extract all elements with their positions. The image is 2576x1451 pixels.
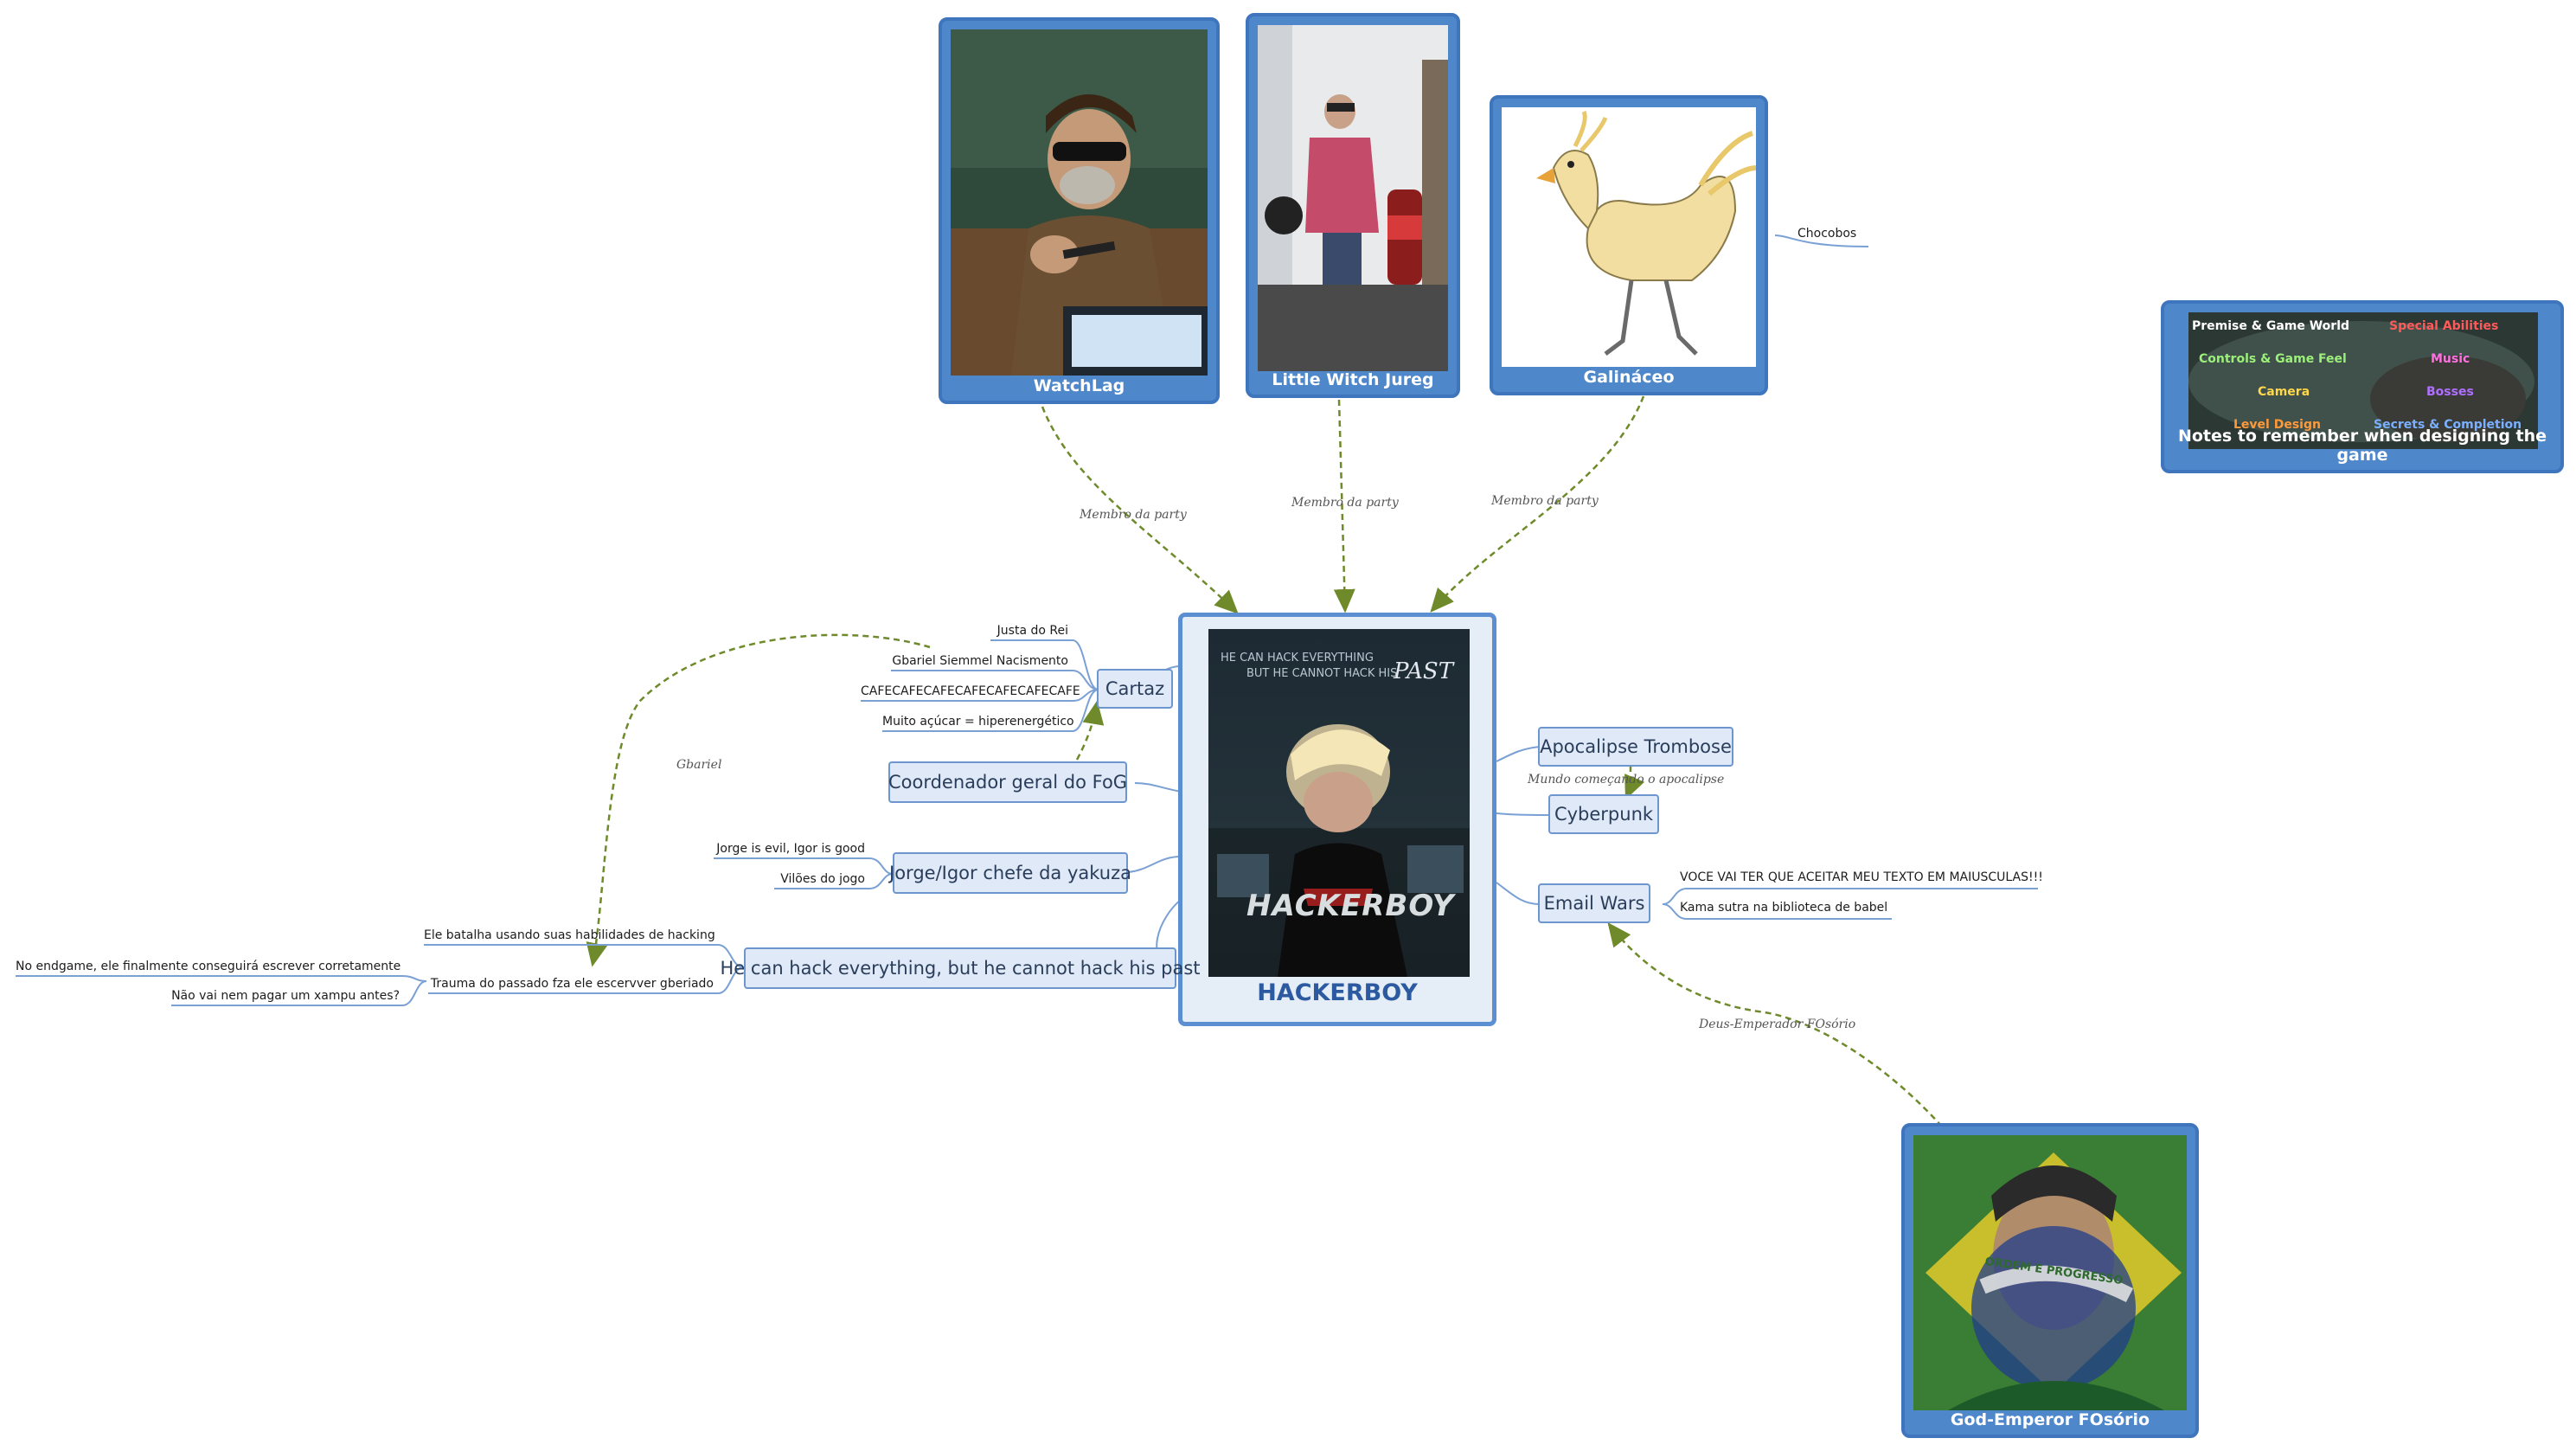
god-emperor-label: God-Emperor FOsório [1950,1410,2150,1429]
topic-apocalipse[interactable]: Apocalipse Trombose [1538,727,1733,767]
relation-line-galinaceo [1430,395,1645,613]
notes-item-camera: Camera [2258,385,2310,399]
central-topic-title: HACKERBOY [1257,979,1418,1006]
topic-cyberpunk-label: Cyberpunk [1554,804,1654,825]
notes-item-music: Music [2431,352,2470,366]
topic-coordenador-label: Coordenador geral do FoG [888,772,1128,793]
relation-label-watchlag: Membro da party [1080,508,1187,522]
central-topic-hackerboy[interactable]: HE CAN HACK EVERYTHING BUT HE CANNOT HAC… [1178,613,1496,1026]
jorge-leaf-2: Vilões do jogo [780,872,865,886]
god-emperor-node[interactable]: ORDEM E PROGRESSO God-Emperor FOsório [1901,1123,2199,1438]
watchlag-node[interactable]: WatchLag [939,17,1220,404]
topic-jorge-igor-label: Jorge/Igor chefe da yakuza [889,863,1131,883]
watchlag-label: WatchLag [1033,376,1125,395]
topic-cartaz[interactable]: Cartaz [1097,669,1173,709]
little-witch-jureg-photo [1258,25,1448,371]
relation-label-witch: Membro da party [1291,496,1399,510]
notes-item-controls: Controls & Game Feel [2199,352,2347,366]
email-leaf-1: VOCE VAI TER QUE ACEITAR MEU TEXTO EM MA… [1680,870,2043,884]
relation-line-witch [1333,399,1355,613]
relation-label-galinaceo: Membro da party [1491,494,1599,508]
galinaceo-label: Galináceo [1583,368,1675,387]
galinaceo-photo [1502,107,1756,367]
hack-leaf-2: Trauma do passado fza ele escervver gber… [430,977,714,991]
hack-subleaf-1: No endgame, ele finalmente conseguirá es… [16,960,401,973]
jorge-leaf-1: Jorge is evil, Igor is good [716,842,865,856]
topic-email-wars[interactable]: Email Wars [1538,883,1650,923]
chocobos-label: Chocobos [1797,227,1857,241]
relation-line-mundo [1624,765,1645,800]
topic-apocalipse-label: Apocalipse Trombose [1540,736,1732,757]
little-witch-jureg-node[interactable]: Little Witch Jureg [1246,13,1460,398]
hackerboy-poster: HE CAN HACK EVERYTHING BUT HE CANNOT HAC… [1208,629,1470,977]
notes-item-special: Special Abilities [2389,319,2499,333]
relation-label-gbariel: Gbariel [676,758,722,772]
topic-jorge-igor[interactable]: Jorge/Igor chefe da yakuza [889,852,1131,894]
topic-cyberpunk[interactable]: Cyberpunk [1548,794,1659,834]
poster-logo: HACKERBOY [1246,889,1455,923]
notes-item-secrets: Secrets & Completion [2374,418,2522,432]
cartaz-leaf-4: Muito açúcar = hiperenergético [882,715,1074,729]
poster-past: PAST [1394,658,1454,684]
hack-leaf-1: Ele batalha usando suas habilidades de h… [424,928,715,942]
relation-label-mundo: Mundo começando o apocalipse [1528,773,1725,786]
topic-hack-past-label: He can hack everything, but he cannot ha… [720,958,1201,979]
watchlag-photo [951,29,1208,376]
god-emperor-photo: ORDEM E PROGRESSO [1913,1135,2187,1410]
poster-line1: HE CAN HACK EVERYTHING [1221,652,1374,665]
cartaz-leaf-2: Gbariel Siemmel Nacismento [892,654,1068,668]
topic-email-wars-label: Email Wars [1543,893,1645,914]
notes-node[interactable]: Premise & Game World Special Abilities C… [2161,300,2564,473]
relation-line-cartaz-return [1075,700,1105,761]
notes-item-premise: Premise & Game World [2192,319,2350,333]
relation-line-watchlag [1041,406,1239,614]
hack-subleaf-2: Não vai nem pagar um xampu antes? [171,989,400,1003]
relation-line-gbariel [586,633,931,967]
poster-line2: BUT HE CANNOT HACK HIS [1246,667,1398,680]
topic-cartaz-label: Cartaz [1105,678,1165,699]
relation-label-god: Deus-Emperador FOsório [1699,1018,1856,1031]
cartaz-leaf-1: Justa do Rei [996,624,1068,638]
notes-item-level: Level Design [2233,418,2321,432]
topic-coordenador[interactable]: Coordenador geral do FoG [888,761,1127,803]
notes-label: Notes to remember when designing the gam… [2177,427,2547,465]
topic-hack-past[interactable]: He can hack everything, but he cannot ha… [721,947,1201,989]
notes-item-bosses: Bosses [2426,385,2474,399]
notes-image: Premise & Game World Special Abilities C… [2188,312,2538,449]
relation-line-god [1607,922,1943,1127]
cartaz-leaf-3: CAFECAFECAFECAFECAFECAFECAFE [861,684,1080,698]
little-witch-jureg-label: Little Witch Jureg [1272,370,1434,389]
email-leaf-2: Kama sutra na biblioteca de babel [1680,901,1888,915]
galinaceo-node[interactable]: Galináceo [1490,95,1768,395]
